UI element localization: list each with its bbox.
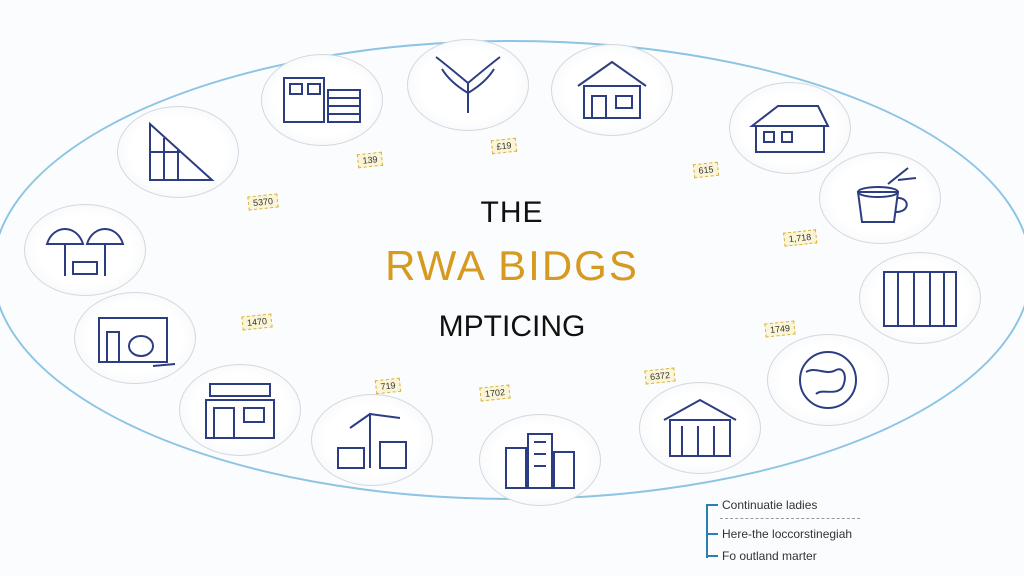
warehouse-icon bbox=[663, 398, 737, 457]
legend-item: Here-the loccorstinegiah bbox=[704, 523, 860, 545]
apartment-icon bbox=[505, 433, 575, 489]
price-tag: 615 bbox=[692, 161, 720, 179]
legend: Continuatie ladies Here-the loccorstineg… bbox=[704, 494, 860, 567]
node-plant bbox=[407, 39, 529, 131]
title-line-1: THE bbox=[480, 196, 544, 229]
node-umbrellas bbox=[24, 204, 146, 296]
node-globe bbox=[767, 334, 889, 426]
triangle-structure-icon bbox=[149, 121, 215, 181]
globe-icon bbox=[799, 351, 857, 409]
node-triangle-structure bbox=[117, 106, 239, 198]
node-factory bbox=[74, 292, 196, 384]
coffee-cup-icon bbox=[856, 167, 917, 223]
node-construction bbox=[311, 394, 433, 486]
node-bookshelf bbox=[859, 252, 981, 344]
node-house bbox=[551, 44, 673, 136]
node-apartment bbox=[479, 414, 601, 506]
legend-item: Continuatie ladies bbox=[704, 494, 860, 516]
house-icon bbox=[577, 60, 647, 119]
legend-label: Here-the loccorstinegiah bbox=[722, 527, 853, 541]
legend-divider bbox=[720, 518, 860, 519]
legend-label: Fo outland marter bbox=[722, 549, 817, 563]
price-tag: 719 bbox=[374, 377, 402, 395]
node-coffee bbox=[819, 152, 941, 244]
main-title: RWA BIDGS bbox=[385, 242, 639, 289]
price-tag: £19 bbox=[490, 137, 518, 155]
legend-item: Fo outland marter bbox=[704, 545, 860, 567]
shop-icon bbox=[205, 383, 275, 439]
node-warehouse bbox=[639, 382, 761, 474]
factory-icon bbox=[98, 317, 176, 367]
node-shop bbox=[179, 364, 301, 456]
price-tag: 139 bbox=[356, 151, 384, 169]
umbrella-icon bbox=[45, 228, 125, 276]
building-icon bbox=[283, 77, 361, 123]
node-cottage bbox=[729, 82, 851, 174]
plant-icon bbox=[435, 56, 501, 113]
bookshelf-icon bbox=[883, 271, 957, 327]
construction-icon bbox=[337, 412, 407, 469]
node-building bbox=[261, 54, 383, 146]
subtitle: MPTICING bbox=[438, 310, 586, 343]
legend-label: Continuatie ladies bbox=[722, 498, 818, 512]
cottage-icon bbox=[749, 105, 830, 153]
